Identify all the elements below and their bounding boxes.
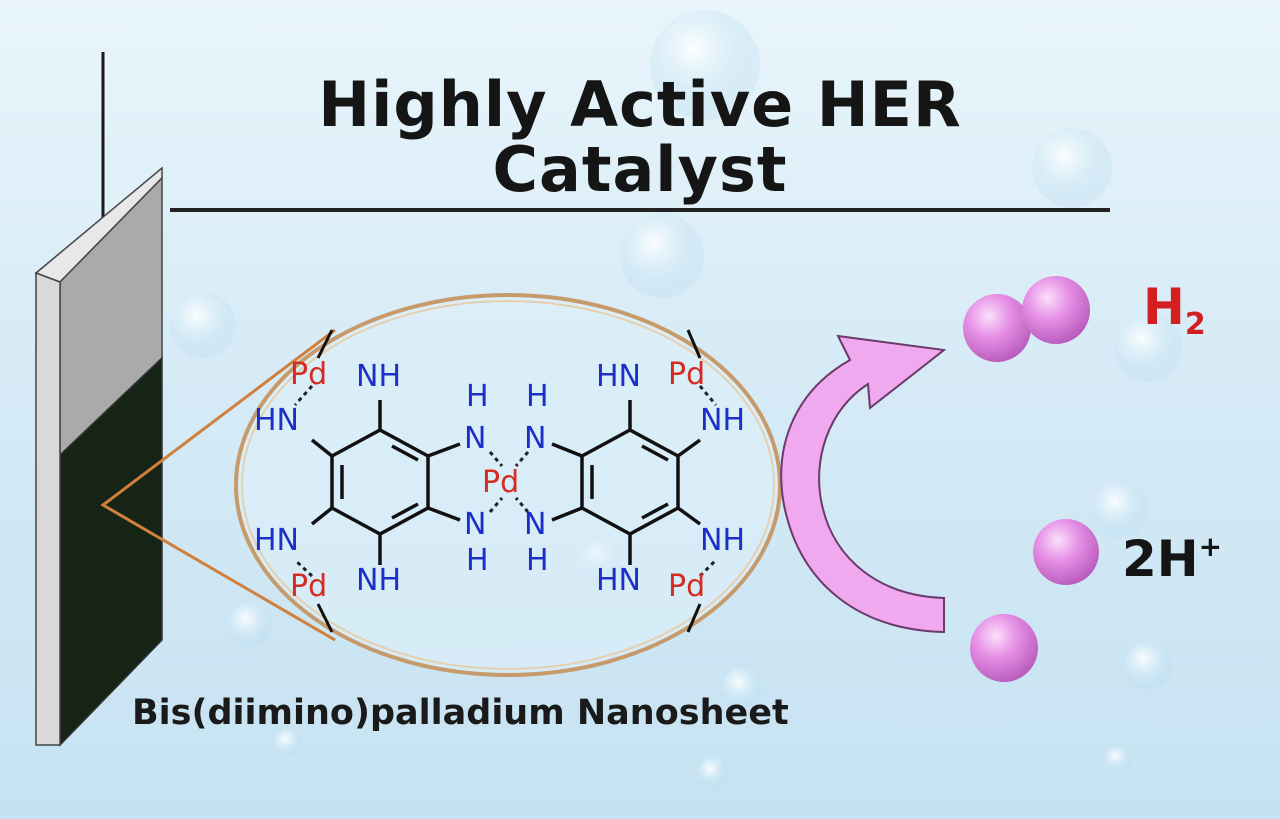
h-label: H <box>526 543 549 578</box>
nh-label: NH <box>700 523 745 558</box>
diagram-title: Highly Active HER Catalyst <box>170 72 1110 213</box>
nh-label: NH <box>356 563 401 598</box>
reaction-arrow-body <box>780 334 947 634</box>
lens-edge-bonds <box>316 329 702 633</box>
hn-label: HN <box>596 563 641 598</box>
pd-atom-label: Pd <box>290 357 327 392</box>
proton-particle <box>970 614 1038 682</box>
particles <box>963 276 1099 682</box>
protons-label-superscript: + <box>1198 530 1223 563</box>
n-label: N <box>464 507 486 542</box>
bubble <box>274 729 302 757</box>
pd-atom-label: Pd <box>668 569 705 604</box>
background-bubbles <box>170 10 1182 788</box>
h2-molecule-atom <box>963 294 1031 362</box>
pd-atom-label-center: Pd <box>482 465 519 500</box>
hn-label: HN <box>254 403 299 438</box>
title-wrap: Highly Active HER Catalyst <box>170 72 1110 213</box>
n-label: N <box>524 507 546 542</box>
n-label: N <box>524 421 546 456</box>
bubble <box>698 758 728 788</box>
nh-label: NH <box>356 359 401 394</box>
bubble <box>1124 642 1172 690</box>
reaction-arrow <box>780 334 947 634</box>
h2-label-main: H <box>1143 278 1185 336</box>
molecular-structure: Pd NH HN HN Pd NH H N N H H N N H Pd HN … <box>254 329 745 633</box>
ring-bonds <box>310 400 702 565</box>
proton-particle <box>1033 519 1099 585</box>
lens-fill <box>234 293 782 677</box>
bubble <box>650 10 760 120</box>
h-label: H <box>466 543 489 578</box>
h-label: H <box>466 379 489 414</box>
atom-labels: Pd NH HN HN Pd NH H N N H H N N H Pd HN … <box>254 357 745 604</box>
bubble <box>170 292 236 358</box>
pd-atom-label: Pd <box>290 569 327 604</box>
bubble <box>1092 482 1148 538</box>
nh-label: NH <box>700 403 745 438</box>
pd-atom-label: Pd <box>668 357 705 392</box>
protons-label: 2H+ <box>1122 530 1222 588</box>
h2-molecule-atom <box>1022 276 1090 344</box>
lens-inner-ring <box>241 300 775 670</box>
coordination-bonds <box>293 384 718 578</box>
bubble <box>1032 128 1112 208</box>
electrode <box>34 52 163 747</box>
bubble <box>228 603 272 647</box>
bubble <box>1104 746 1132 774</box>
nanosheet-caption: Bis(diimino)palladium Nanosheet <box>132 693 789 733</box>
n-label: N <box>464 421 486 456</box>
hn-label: HN <box>596 359 641 394</box>
electrode-front-side <box>35 271 61 746</box>
bubble <box>722 668 762 708</box>
h-label: H <box>526 379 549 414</box>
bubble <box>1114 314 1182 382</box>
zoom-lens <box>100 293 782 677</box>
h2-label-subscript: 2 <box>1184 307 1206 342</box>
bubble <box>620 214 704 298</box>
h2-label: H2 <box>1143 278 1206 342</box>
hn-label: HN <box>254 523 299 558</box>
protons-label-main: 2H <box>1122 530 1199 588</box>
zoom-pointer <box>100 328 336 642</box>
